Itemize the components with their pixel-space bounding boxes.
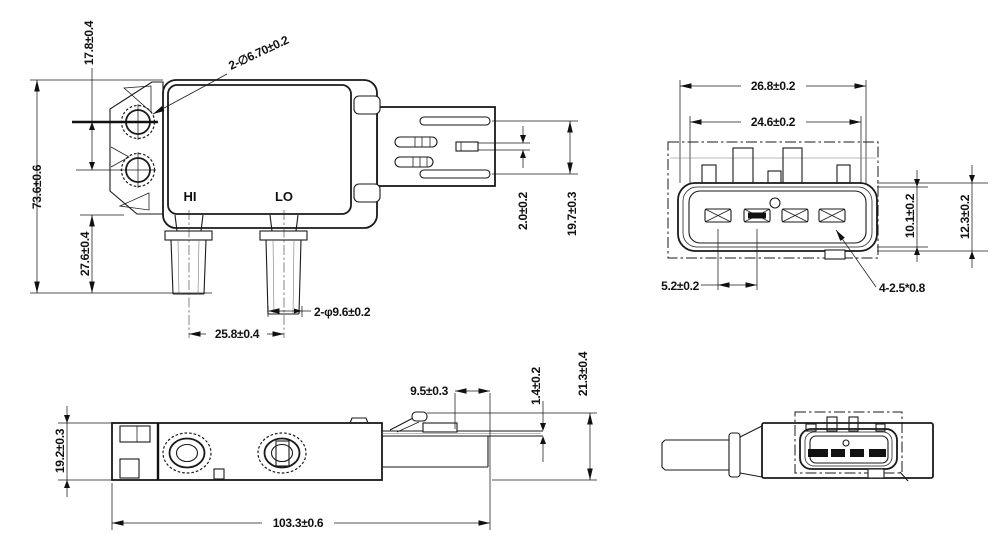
dim-side-body-height: 19.2±0.3 — [53, 406, 112, 497]
svg-text:2-∅6.70±0.2: 2-∅6.70±0.2 — [226, 33, 291, 73]
dim-connector-inner-height: 10.1±0.2 — [877, 170, 928, 262]
svg-text:25.8±0.4: 25.8±0.4 — [215, 327, 260, 341]
svg-text:2-φ9.6±0.2: 2-φ9.6±0.2 — [314, 305, 371, 319]
side-body-notch — [213, 468, 225, 480]
polarizing-hole — [769, 197, 781, 209]
connector-envelope-outline — [667, 141, 879, 259]
pressure-port-lo — [259, 210, 308, 338]
connector-cavity-detail — [394, 116, 491, 179]
side-bracket-tab-top — [119, 425, 151, 443]
dim-side-overall-height: 21.3±0.4 — [427, 351, 597, 481]
svg-text:103.3±0.6: 103.3±0.6 — [273, 516, 324, 530]
pressure-port-hi — [164, 210, 213, 338]
latch-pad — [422, 422, 458, 433]
connector-bottom-tab — [824, 249, 846, 260]
svg-text:73.6±0.6: 73.6±0.6 — [30, 164, 44, 209]
body-side-notch-bottom — [353, 183, 381, 203]
side-bottom-tab — [867, 468, 885, 479]
svg-text:9.5±0.3: 9.5±0.3 — [410, 384, 448, 398]
side-connector-body — [761, 422, 934, 479]
side-port-lo — [257, 432, 307, 474]
svg-text:17.8±0.4: 17.8±0.4 — [82, 20, 96, 65]
dim-connector-opening: 19.7±0.3 — [492, 120, 579, 236]
connector-shell-inner — [688, 190, 867, 244]
port-label-lo: LO — [275, 189, 293, 204]
dim-overall-height: 73.6±0.6 — [30, 79, 212, 294]
terminal-slot — [781, 208, 809, 223]
svg-text:24.6±0.2: 24.6±0.2 — [751, 115, 796, 129]
port-label-hi: HI — [184, 189, 197, 204]
svg-text:19.2±0.3: 19.2±0.3 — [53, 428, 67, 473]
dim-latch-length: 9.5±0.3 — [410, 384, 490, 429]
dim-terminal-thickness: 2.0±0.2 — [478, 126, 530, 230]
svg-text:2.0±0.2: 2.0±0.2 — [516, 191, 530, 229]
side-connector-envelope — [794, 411, 903, 474]
dim-connector-outer-width: 26.8±0.2 — [680, 79, 866, 93]
dim-port-pitch: 25.8±0.4 — [189, 327, 284, 341]
dim-overall-length: 103.3±0.6 — [111, 393, 491, 530]
dim-hole-pitch: 17.8±0.4 — [72, 20, 158, 171]
side-terminals — [808, 449, 886, 457]
terminal-slot — [818, 208, 846, 223]
dim-blade-thickness: 1.4±0.2 — [529, 366, 546, 462]
side-view: 19.2±0.3 103.3±0.6 9.5±0.3 1.4±0.2 — [53, 351, 597, 530]
svg-text:4-2.5*0.8: 4-2.5*0.8 — [879, 281, 926, 295]
svg-text:27.6±0.4: 27.6±0.4 — [78, 231, 92, 276]
connector-shell-mid — [682, 186, 873, 248]
callout-terminal-size: 4-2.5*0.8 — [835, 229, 926, 295]
dim-connector-inner-width: 24.6±0.2 — [690, 115, 861, 129]
side-body — [111, 422, 383, 481]
svg-text:10.1±0.2: 10.1±0.2 — [903, 193, 917, 238]
side-connector-blade — [382, 411, 543, 468]
side-keying-tabs — [805, 416, 886, 432]
svg-text:1.4±0.2: 1.4±0.2 — [529, 366, 543, 404]
hose-barb — [661, 425, 763, 478]
side-bracket-tab-bottom — [119, 458, 140, 479]
terminal-slot — [743, 208, 771, 223]
svg-text:19.7±0.3: 19.7±0.3 — [565, 191, 579, 236]
body-side-notch-top — [353, 95, 381, 115]
side-connector-shell-outer — [799, 428, 898, 470]
connector-face-view: 26.8±0.2 24.6±0.2 — [661, 79, 988, 295]
side-connector-view — [661, 411, 934, 482]
connector-keying-tabs — [701, 147, 851, 184]
svg-text:21.3±0.4: 21.3±0.4 — [576, 351, 590, 396]
dim-connector-outer-height: 12.3±0.2 — [877, 165, 988, 268]
svg-text:26.8±0.2: 26.8±0.2 — [751, 79, 796, 93]
front-view: HI LO — [30, 20, 579, 341]
svg-text:5.2±0.2: 5.2±0.2 — [661, 279, 699, 293]
sensor-body — [162, 79, 378, 229]
dim-terminal-pitch: 5.2±0.2 — [661, 229, 758, 293]
mounting-bracket — [109, 81, 164, 215]
callout-port-diameter: 2-φ9.6±0.2 — [267, 305, 371, 319]
connector-shroud — [376, 106, 496, 187]
latch-head — [411, 411, 428, 422]
connector-shell-outer — [677, 182, 878, 252]
terminal-slots — [704, 208, 846, 223]
dim-port-length: 27.6±0.4 — [78, 214, 124, 293]
side-polarizing-hole — [842, 439, 850, 447]
side-connector-shell-mid — [804, 431, 893, 467]
svg-text:12.3±0.2: 12.3±0.2 — [958, 194, 972, 239]
terminal-slot — [704, 208, 732, 223]
side-port-hi — [162, 432, 212, 474]
body-cover — [167, 84, 352, 215]
